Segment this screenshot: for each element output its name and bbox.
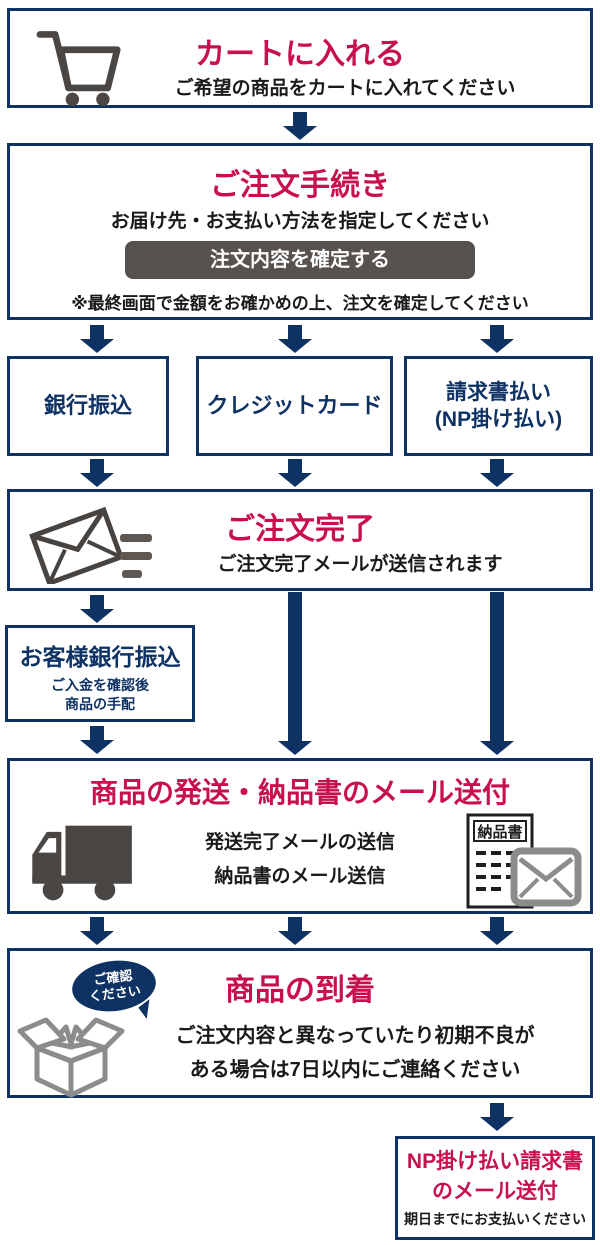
- mail-sent-icon: [20, 500, 165, 584]
- payment-label: 請求書払い: [446, 380, 551, 404]
- arrow-down-icon: [80, 459, 114, 487]
- np-title-line2: のメール送付: [432, 1180, 558, 1203]
- arrow-down-icon: [80, 595, 114, 623]
- arrow-down-icon: [283, 112, 317, 140]
- payment-sublabel: (NP掛け払い): [434, 408, 563, 431]
- arrow-down-icon: [80, 325, 114, 353]
- shipping-line2: 納品書のメール送信: [214, 866, 386, 887]
- delivery-note-mail-icon: 納品書: [462, 811, 588, 914]
- shipping-step-box: 商品の発送・納品書のメール送付 発送完了メールの送信 納品書のメール送信 納品書: [7, 758, 593, 914]
- doc-icon-label: 納品書: [477, 823, 522, 841]
- arrow-down-icon: [278, 325, 312, 353]
- arrow-down-icon: [480, 325, 514, 353]
- arrow-down-icon: [480, 917, 514, 945]
- cart-step-box: カートに入れる ご希望の商品をカートに入れてください: [7, 8, 593, 108]
- arrow-down-icon: [278, 459, 312, 487]
- np-invoice-box: NP掛け払い請求書 のメール送付 期日までにお支払いください: [395, 1136, 595, 1240]
- arrival-step-title: 商品の到着: [225, 974, 375, 1007]
- np-note: 期日までにお支払いください: [404, 1211, 586, 1227]
- order-step-note: ※最終画面で金額をお確かめの上、注文を確定してください: [71, 294, 529, 313]
- complete-step-subtitle: ご注文完了メールが送信されます: [217, 554, 503, 575]
- confirm-order-button: 注文内容を確定する: [125, 241, 475, 279]
- payment-box-bank-transfer: 銀行振込: [7, 356, 169, 456]
- arrow-down-icon: [480, 592, 514, 755]
- open-box-icon: [16, 1003, 126, 1098]
- order-step-box: ご注文手続き お届け先・お支払い方法を指定してください 注文内容を確定する ※最…: [7, 143, 593, 320]
- arrival-line2: ある場合は7日以内にご連絡ください: [189, 1059, 521, 1081]
- payment-box-invoice: 請求書払い (NP掛け払い): [404, 356, 593, 456]
- bank-box-title: お客様銀行振込: [19, 644, 181, 670]
- arrow-down-icon: [480, 459, 514, 487]
- payment-label: クレジットカード: [206, 392, 383, 418]
- payment-label: 銀行振込: [43, 392, 132, 418]
- arrow-down-icon: [278, 917, 312, 945]
- arrow-down-icon: [278, 592, 312, 755]
- cart-step-title: カートに入れる: [195, 38, 405, 71]
- arrow-down-icon: [480, 1103, 514, 1131]
- arrival-line1: ご注文内容と異なっていたり初期不良が: [175, 1025, 535, 1047]
- arrow-down-icon: [80, 726, 114, 754]
- bank-box-line2: 商品の手配: [65, 696, 135, 712]
- shipping-line1: 発送完了メールの送信: [204, 832, 395, 853]
- cart-step-subtitle: ご希望の商品をカートに入れてください: [174, 78, 516, 99]
- complete-step-box: ご注文完了 ご注文完了メールが送信されます: [7, 489, 593, 591]
- complete-step-title: ご注文完了: [225, 513, 375, 546]
- payment-box-credit-card: クレジットカード: [196, 356, 393, 456]
- truck-icon: [24, 819, 136, 907]
- shipping-step-title: 商品の発送・納品書のメール送付: [89, 777, 510, 808]
- arrow-down-icon: [80, 917, 114, 945]
- customer-bank-transfer-box: お客様銀行振込 ご入金を確認後 商品の手配: [5, 625, 195, 722]
- cart-icon: [32, 23, 128, 107]
- arrival-step-box: ご確認 ください 商品の到着 ご注文内容と異なっていたり初期不良が ある場合は7…: [7, 948, 593, 1098]
- order-step-title: ご注文手続き: [210, 169, 390, 202]
- order-step-line1: お届け先・お支払い方法を指定してください: [110, 211, 490, 232]
- bank-box-line1: ご入金を確認後: [51, 677, 149, 693]
- np-title-line1: NP掛け払い請求書: [406, 1150, 584, 1173]
